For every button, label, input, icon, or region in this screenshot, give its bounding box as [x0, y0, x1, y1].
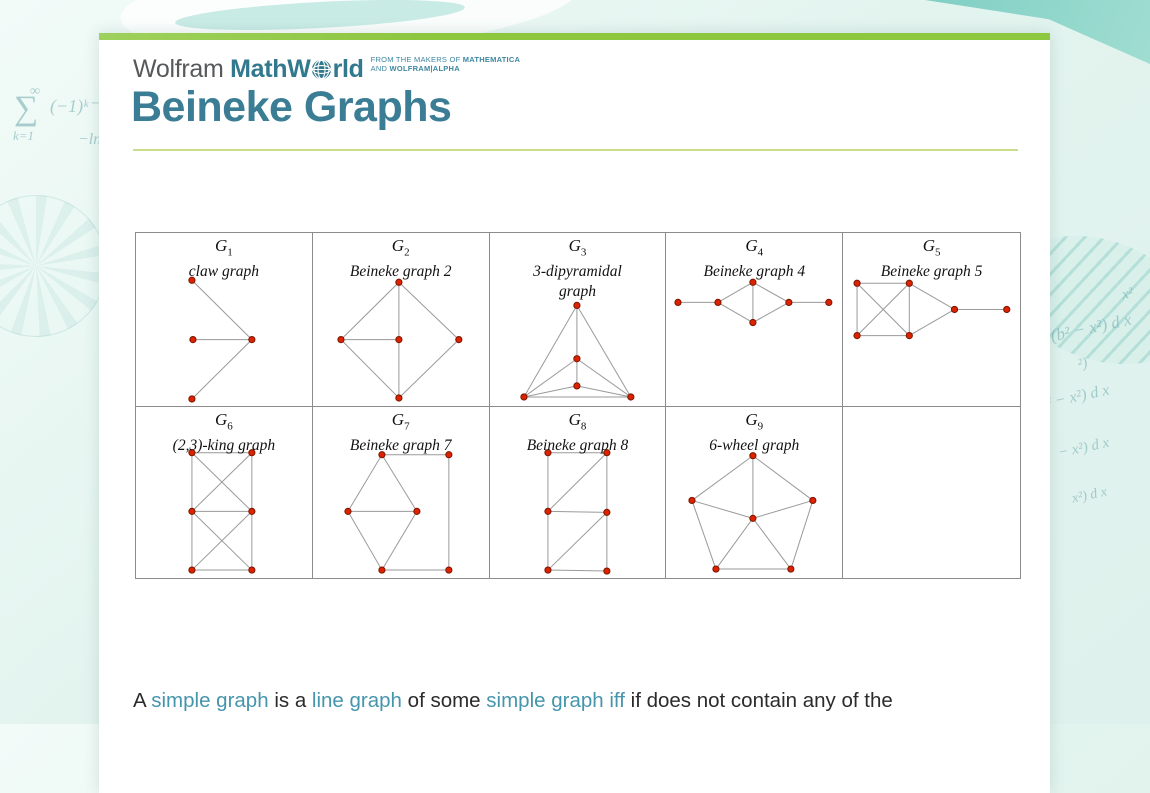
graph-drawing	[188, 449, 256, 574]
title-divider	[133, 149, 1018, 151]
link-simple-graph[interactable]: simple graph	[151, 689, 269, 712]
content-card: Wolfram MathW rld FROM THE MAKERS OF MATHE…	[99, 33, 1050, 793]
graph-cell-empty	[843, 407, 1020, 578]
graph-drawing	[853, 279, 1011, 340]
background-formula-text: ² − x²) d x	[1044, 381, 1111, 412]
background-formula-text: (b² − x²) d x	[1048, 309, 1134, 346]
background-formula-text: (−1)ᵏ⁻¹	[50, 96, 104, 116]
background-formula-text: ∞	[30, 84, 40, 99]
background-formula-text: − x²) d x	[1056, 434, 1111, 462]
background-formula-text: ²)	[1076, 355, 1089, 373]
graph-drawing	[543, 449, 611, 575]
background-formula-text: x²	[1120, 285, 1135, 303]
wolfram-mathworld-logo[interactable]: Wolfram MathW rld FROM THE MAKERS OF MATHE…	[133, 55, 520, 85]
background-formula-text: −ln	[78, 131, 102, 148]
link-line-graph[interactable]: line graph	[311, 689, 402, 712]
logo-wolfram-text: Wolfram	[133, 55, 231, 83]
paragraph-text: if does not contain any of the	[624, 689, 893, 712]
graph-drawing	[519, 301, 635, 401]
decorative-wedge-shape	[174, 0, 466, 36]
paragraph-text: is a	[268, 689, 312, 712]
page-title: Beineke Graphs	[131, 83, 452, 131]
paragraph-text: A	[133, 689, 152, 712]
logo-rld-text: rld	[332, 55, 364, 83]
graph-drawing	[344, 451, 453, 574]
decorative-pie-shape	[0, 195, 107, 337]
globe-icon	[311, 59, 332, 85]
article-paragraph: A simple graph is a line graph of some s…	[133, 686, 1033, 715]
graph-drawing	[688, 452, 817, 573]
background-formula-text: k=1	[13, 128, 35, 143]
graph-drawing	[674, 278, 833, 327]
graph-drawing	[337, 278, 463, 402]
background-formula-text: ∑	[14, 90, 39, 127]
graph-label: G6(2,3)-king graph	[172, 410, 276, 455]
link-iff[interactable]: iff	[609, 689, 625, 712]
background-formula-text: x²) d x	[1070, 484, 1109, 507]
logo-mathworld-text: MathW	[230, 55, 311, 83]
graph-cell-G6: G6(2,3)-king graph	[136, 407, 313, 578]
card-top-accent-bar	[99, 33, 1050, 40]
paragraph-text: of some	[401, 689, 487, 712]
link-simple-graph[interactable]: simple graph	[486, 689, 604, 712]
graph-drawing	[188, 276, 256, 403]
